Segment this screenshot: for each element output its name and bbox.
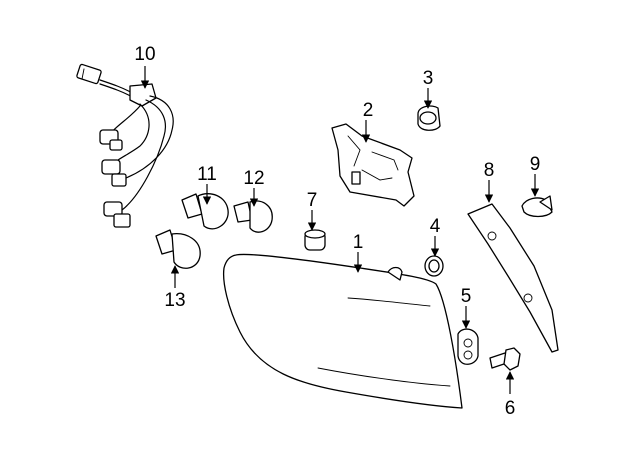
bulb-11 [181, 193, 229, 230]
grommet-7 [304, 229, 326, 251]
callout-1: 1 [353, 232, 364, 253]
bolt-6 [489, 347, 521, 371]
callout-9: 9 [530, 154, 541, 175]
callout-12: 12 [243, 168, 264, 189]
callout-8: 8 [484, 160, 495, 181]
callout-7: 7 [307, 190, 318, 211]
wiring-harness [76, 63, 174, 228]
callout-11: 11 [197, 164, 217, 185]
seal-ring-4 [424, 255, 444, 277]
callout-4: 4 [430, 216, 441, 237]
callout-10: 10 [134, 44, 155, 65]
bracket [331, 123, 415, 207]
callout-2: 2 [363, 100, 374, 121]
callout-5: 5 [461, 286, 472, 307]
trim-panel-8 [467, 203, 559, 353]
tail-lamp [222, 253, 463, 409]
bulb-13 [155, 229, 201, 269]
callout-6: 6 [505, 398, 516, 419]
push-pin-3 [417, 105, 441, 131]
clip-9 [521, 195, 553, 218]
callout-13: 13 [164, 290, 185, 311]
bulb-12 [233, 200, 273, 233]
gasket-5 [457, 328, 479, 365]
leader-lines [140, 66, 540, 394]
callout-3: 3 [423, 68, 434, 89]
